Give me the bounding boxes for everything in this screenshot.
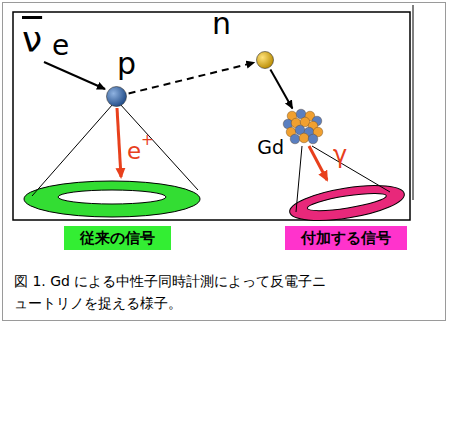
nucleus-cluster	[282, 108, 324, 146]
particle-circle	[106, 86, 127, 107]
particle-name: Gd	[257, 138, 284, 157]
particle-subscript: e	[52, 32, 69, 60]
tag-text: 付加する信号	[301, 229, 391, 247]
arrow-connector	[270, 70, 292, 109]
gd-nucleus: Gd	[282, 108, 324, 146]
particle-circle	[256, 51, 274, 69]
proton: p	[106, 86, 127, 107]
neutron: n	[256, 51, 274, 69]
particle-name: p	[117, 49, 136, 79]
arrow-connector	[129, 63, 255, 94]
charge-sign: +	[141, 133, 154, 148]
positron-label: e	[127, 140, 141, 163]
particle-symbol: ν	[22, 22, 42, 58]
signal-tag: 従来の信号	[64, 226, 171, 250]
signal-tag: 付加する信号	[285, 226, 407, 250]
figure-caption: 図 1. Gd による中性子同時計測によって反電子ニュートリノを捉える様子。	[14, 270, 332, 314]
tag-text: 従来の信号	[80, 229, 155, 247]
gamma-label: γ	[333, 143, 347, 167]
particle-name: n	[212, 9, 231, 39]
